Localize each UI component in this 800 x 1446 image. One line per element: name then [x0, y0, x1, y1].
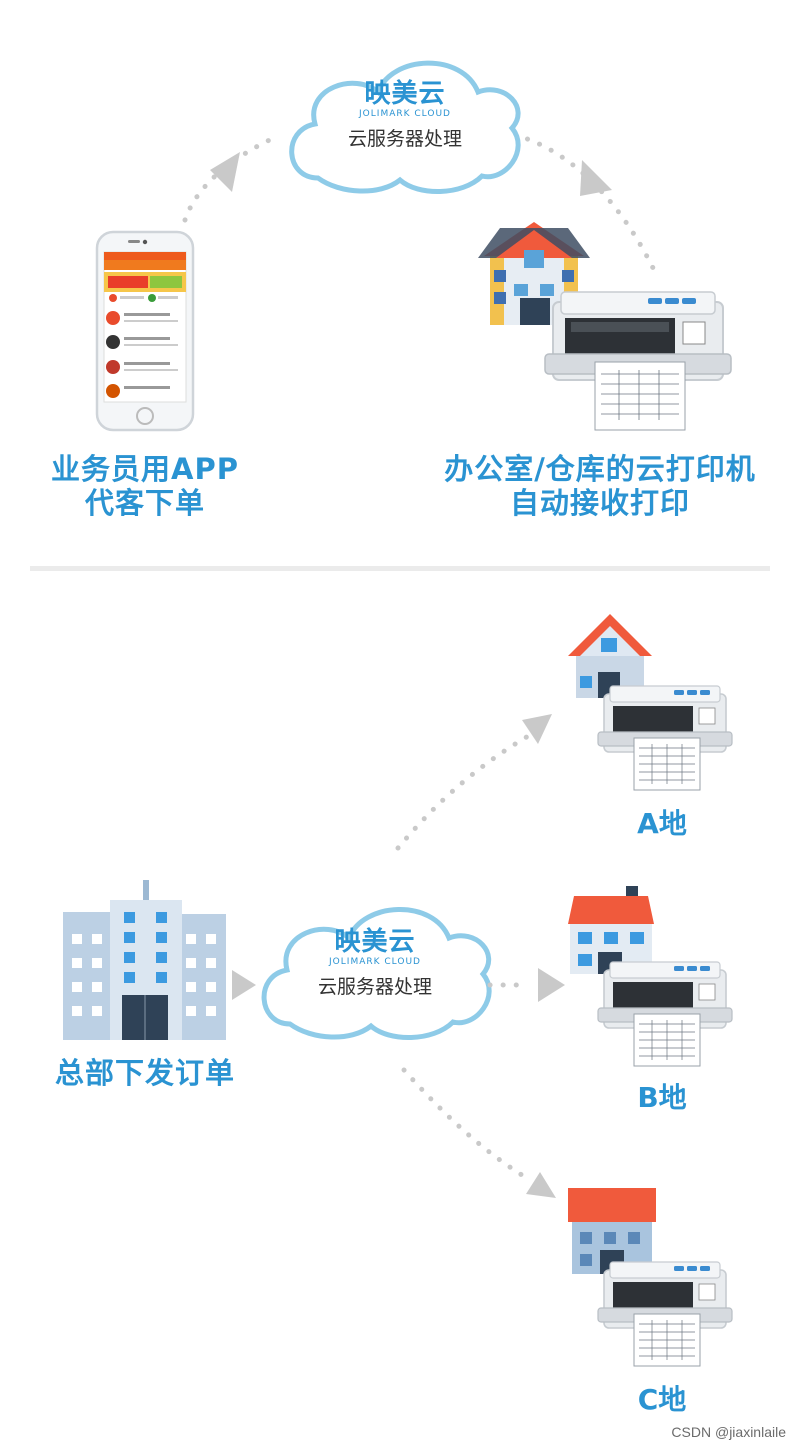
arrow-cloud-to-printer: [512, 132, 658, 275]
caption-cloud-printer: 办公室/仓库的云打印机 自动接收打印: [444, 452, 756, 520]
brand-logo-text: 映美云: [334, 927, 416, 957]
headquarters-building-icon: [63, 880, 226, 1040]
location-a-printer-icon: [597, 685, 733, 791]
arrow-cloud-to-b: [487, 968, 565, 1002]
location-b-house-icon: [568, 886, 654, 974]
brand-logo-text: 映美云: [364, 79, 446, 109]
location-b-printer-icon: [597, 961, 733, 1067]
location-b-label: B地: [637, 1081, 687, 1114]
arrow-phone-to-cloud: [182, 132, 283, 223]
cloud-server-bottom: [261, 907, 492, 1040]
location-c-label: C地: [637, 1383, 687, 1416]
cloud-server-top: [289, 60, 521, 194]
cloud-label-top: 映美云 JOLIMARK CLOUD 云服务器处理: [320, 80, 490, 152]
location-a-label: A地: [637, 807, 687, 840]
cloud-label-bottom: 映美云 JOLIMARK CLOUD 云服务器处理: [290, 928, 460, 1000]
location-a-house-icon: [568, 614, 652, 698]
caption-hq-order: 总部下发订单: [54, 1056, 235, 1090]
arrow-cloud-to-c: [401, 1067, 556, 1198]
caption-salesman-app: 业务员用APP 代客下单: [51, 452, 239, 520]
location-c-house-icon: [568, 1188, 656, 1274]
arrow-cloud-to-a: [395, 714, 552, 851]
cloud-service-label: 云服务器处理: [317, 976, 432, 998]
brand-logo-subtext: JOLIMARK CLOUD: [359, 109, 451, 119]
brand-logo-subtext: JOLIMARK CLOUD: [329, 957, 421, 967]
location-c-printer-icon: [597, 1261, 733, 1367]
section-divider: [30, 566, 770, 571]
phone-app-illustration: [95, 230, 195, 432]
cloud-printer-icon: [544, 291, 732, 431]
watermark-text: CSDN @jiaxinlaile: [671, 1424, 786, 1440]
arrow-hq-to-cloud: [232, 970, 256, 1000]
cloud-service-label: 云服务器处理: [347, 128, 462, 150]
